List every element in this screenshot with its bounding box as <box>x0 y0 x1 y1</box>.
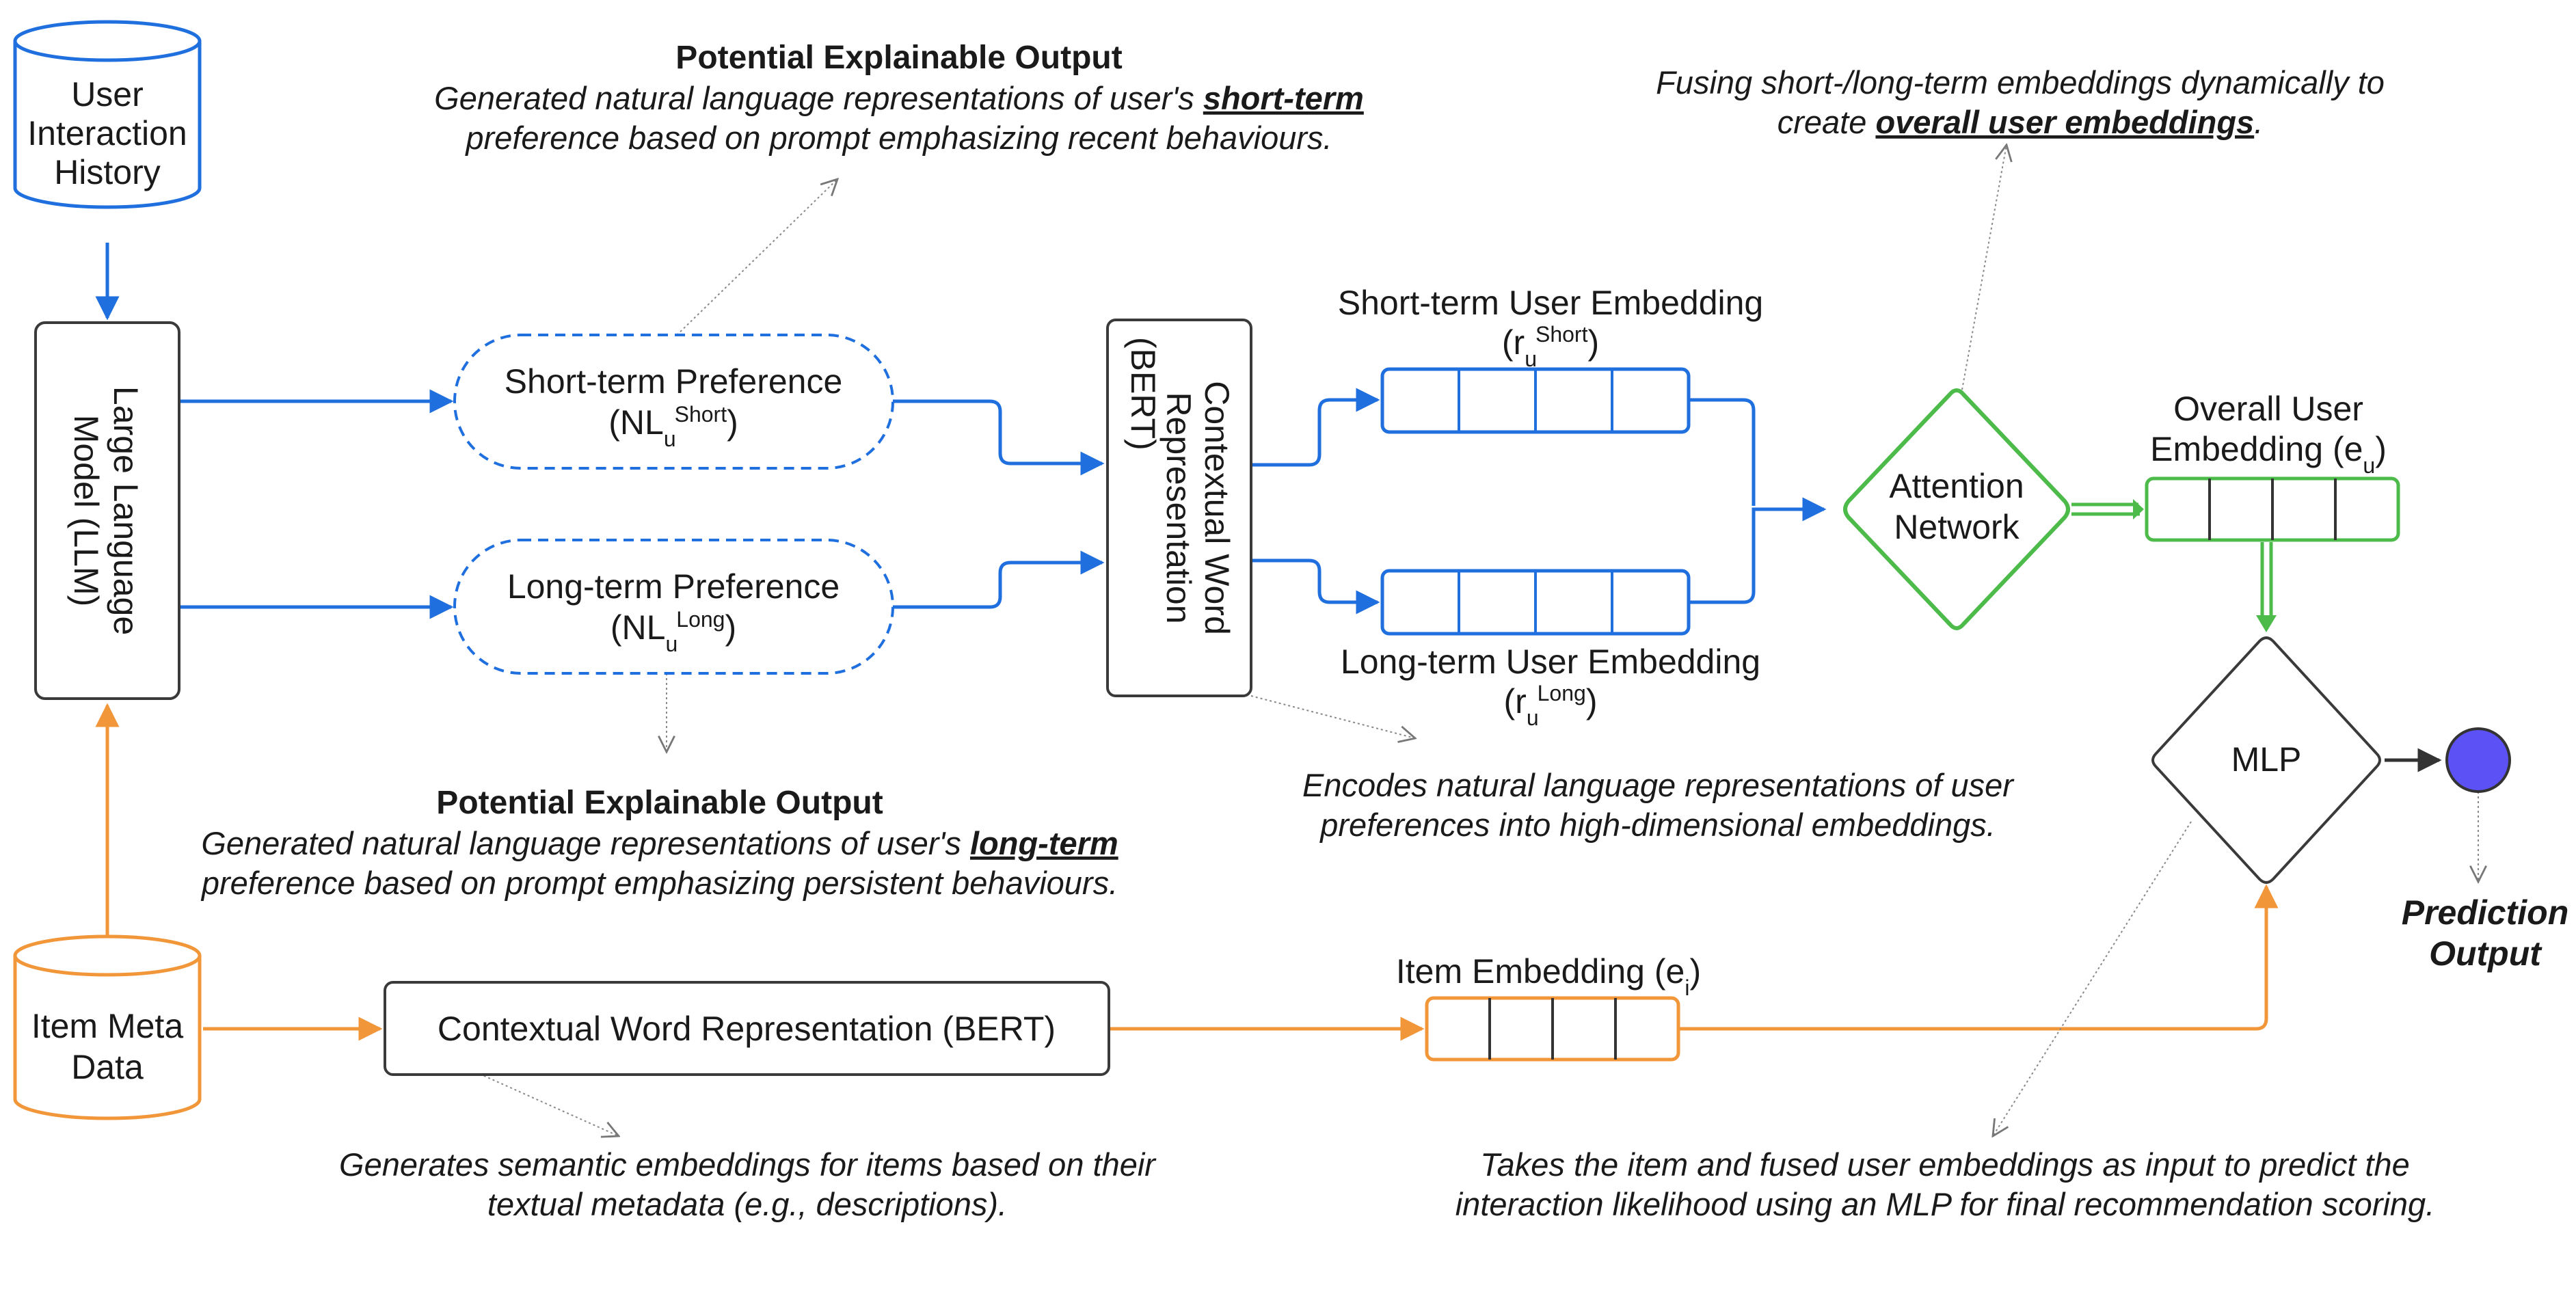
long-pref-symbol: (NLuLong) <box>611 607 736 656</box>
prediction-node <box>2445 727 2511 793</box>
long-explain-line2: preference based on prompt emphasizing p… <box>200 865 1118 901</box>
fusion-annotation: Fusing short-/long-term embeddings dynam… <box>1656 64 2385 140</box>
attention-network-node: Attention Network <box>1843 388 2070 630</box>
user-history-label-3: History <box>54 153 161 191</box>
bert-user-note-line1: Encodes natural language representations… <box>1302 767 2015 803</box>
item-meta-label-1: Item Meta <box>31 1007 183 1045</box>
edge-attention-to-overall <box>2071 499 2144 520</box>
long-explain-line1: Generated natural language representatio… <box>201 825 1118 861</box>
attention-label-2: Network <box>1894 508 2020 546</box>
mlp-label: MLP <box>2231 740 2302 779</box>
long-term-preference-node: Long-term Preference (NLuLong) <box>453 539 894 675</box>
fusion-note-line2: create overall user embeddings. <box>1777 104 2264 140</box>
bert-user-annotation: Encodes natural language representations… <box>1302 767 2015 843</box>
pointer-bert-user-note <box>1250 695 1415 738</box>
long-emb-symbol: (ruLong) <box>1504 681 1598 730</box>
fusion-note-line1: Fusing short-/long-term embeddings dynam… <box>1656 64 2385 100</box>
edge-bert-to-short-emb <box>1251 388 1380 467</box>
user-history-label-2: Interaction <box>27 114 187 152</box>
prediction-label-2: Output <box>2429 934 2543 973</box>
mlp-node: MLP <box>2151 636 2381 884</box>
long-pref-label: Long-term Preference <box>507 567 840 606</box>
bert-user-label-1: Contextual Word <box>1198 381 1236 634</box>
item-meta-label-2: Data <box>71 1048 144 1086</box>
short-explain-title: Potential Explainable Output <box>675 40 1122 76</box>
edge-short-emb-to-attention <box>1689 398 1756 506</box>
llm-label-2: Model (LLM) <box>67 415 105 607</box>
bert-item-note-line1: Generates semantic embeddings for items … <box>339 1146 1157 1183</box>
edge-long-pref-to-bert <box>893 550 1105 609</box>
edge-overall-to-mlp <box>2256 542 2277 632</box>
bert-user-label-3: (BERT) <box>1124 337 1162 450</box>
edge-long-emb-to-attention <box>1689 497 1827 604</box>
mlp-note-line1: Takes the item and fused user embeddings… <box>1480 1146 2410 1183</box>
bert-item-annotation: Generates semantic embeddings for items … <box>339 1146 1157 1222</box>
pointer-bert-item-note <box>474 1071 619 1136</box>
short-pref-label: Short-term Preference <box>505 362 843 401</box>
pointer-fusion-note <box>1961 145 2007 390</box>
bert-item-note-line2: textual metadata (e.g., descriptions). <box>487 1186 1007 1222</box>
attention-label-1: Attention <box>1889 467 2024 505</box>
mlp-annotation: Takes the item and fused user embeddings… <box>1455 1146 2435 1222</box>
overall-emb-label-1: Overall User <box>2173 390 2363 428</box>
llm-label-1: Large Language <box>107 386 145 635</box>
pointer-short-explain <box>673 179 837 339</box>
short-emb-label: Short-term User Embedding <box>1338 284 1763 322</box>
edge-short-pref-to-bert <box>893 399 1105 476</box>
short-explain-line1: Generated natural language representatio… <box>434 80 1364 116</box>
bert-user-label-2: Representation <box>1159 392 1198 623</box>
item-meta-database-icon: Item Meta Data <box>13 934 202 1120</box>
overall-emb-label-2: Embedding (eu) <box>2150 430 2387 478</box>
short-emb-symbol: (ruShort) <box>1502 322 1599 371</box>
short-term-explainable-annotation: Potential Explainable Output Generated n… <box>434 40 1364 156</box>
prediction-label-1: Prediction <box>2402 893 2568 932</box>
edge-item-emb-to-mlp <box>1678 884 2279 1031</box>
long-explain-title: Potential Explainable Output <box>436 785 883 821</box>
short-explain-line2: preference based on prompt emphasizing r… <box>464 120 1332 156</box>
bert-item-label: Contextual Word Representation (BERT) <box>438 1010 1056 1048</box>
long-emb-label: Long-term User Embedding <box>1341 643 1760 681</box>
edge-bert-to-long-emb <box>1251 558 1380 615</box>
short-pref-symbol: (NLuShort) <box>608 402 738 451</box>
user-history-database-icon: User Interaction History <box>13 20 202 209</box>
short-term-embedding: Short-term User Embedding (ruShort) <box>1338 284 1763 434</box>
llm-box: Large Language Model (LLM) <box>34 321 180 700</box>
user-history-label-1: User <box>71 75 144 113</box>
overall-user-embedding: Overall User Embedding (eu) <box>2145 390 2400 542</box>
long-term-explainable-annotation: Potential Explainable Output Generated n… <box>200 785 1118 901</box>
item-embedding: Item Embedding (ei) <box>1396 952 1701 1062</box>
pointer-mlp-note <box>1993 821 2192 1136</box>
bert-user-box: Contextual Word Representation (BERT) <box>1106 319 1252 697</box>
item-emb-label: Item Embedding (ei) <box>1396 952 1701 1000</box>
bert-user-note-line2: preferences into high-dimensional embedd… <box>1319 807 1996 843</box>
short-term-preference-node: Short-term Preference (NLuShort) <box>453 334 894 470</box>
long-term-embedding: Long-term User Embedding (ruLong) <box>1341 569 1760 730</box>
bert-item-box: Contextual Word Representation (BERT) <box>384 981 1110 1076</box>
mlp-note-line2: interaction likelihood using an MLP for … <box>1455 1186 2435 1222</box>
